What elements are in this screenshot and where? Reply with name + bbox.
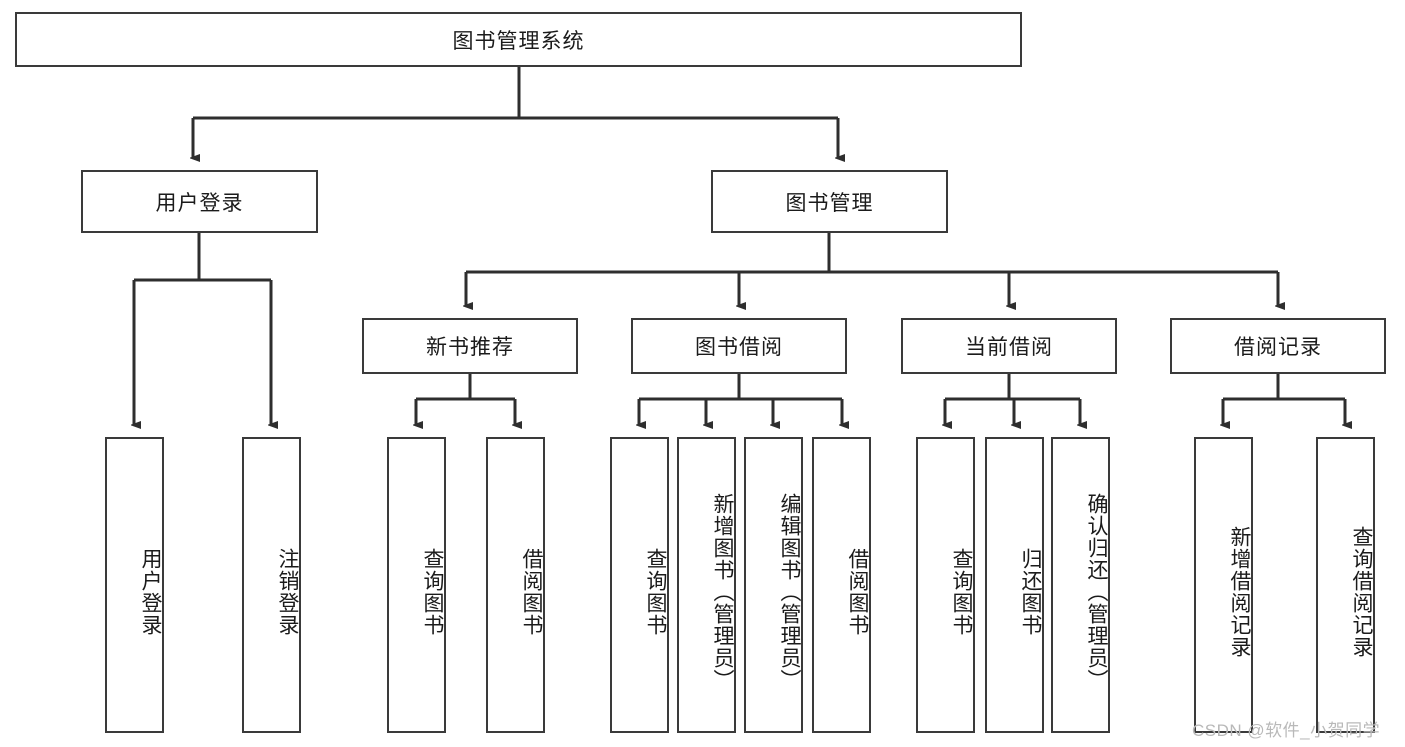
node-label: 图书管理系统	[452, 29, 585, 53]
node-label: 新增借阅记录	[1228, 526, 1251, 658]
node-label: 新书推荐	[426, 336, 514, 359]
node-label: 用户登录	[155, 191, 244, 215]
node-label: 查询图书	[421, 548, 444, 636]
node-label: 当前借阅	[965, 336, 1053, 359]
node-label: 归还图书	[1019, 548, 1042, 636]
leaf-user-login-login[interactable]: 用户登录	[105, 437, 164, 733]
leaf-recommend-query-book[interactable]: 查询图书	[387, 437, 446, 733]
leaf-borrow-query-book[interactable]: 查询图书	[610, 437, 669, 733]
node-label: 注销登录	[276, 548, 299, 636]
node-label: 确认归还（管理员）	[1085, 493, 1108, 691]
node-label: 查询图书	[644, 548, 667, 636]
node-new-book-recommend[interactable]: 新书推荐	[362, 318, 578, 374]
node-label: 借阅记录	[1234, 336, 1322, 359]
leaf-recommend-borrow-book[interactable]: 借阅图书	[486, 437, 545, 733]
leaf-borrow-edit-book[interactable]: 编辑图书（管理员）	[744, 437, 803, 733]
leaf-current-confirm-return[interactable]: 确认归还（管理员）	[1051, 437, 1110, 733]
node-label: 图书管理	[785, 191, 874, 215]
leaf-records-query-record[interactable]: 查询借阅记录	[1316, 437, 1375, 733]
node-label: 编辑图书（管理员）	[778, 493, 801, 691]
node-label: 用户登录	[139, 548, 162, 636]
node-root[interactable]: 图书管理系统	[15, 12, 1022, 67]
node-current-borrow[interactable]: 当前借阅	[901, 318, 1117, 374]
leaf-borrow-add-book[interactable]: 新增图书（管理员）	[677, 437, 736, 733]
node-borrow-records[interactable]: 借阅记录	[1170, 318, 1386, 374]
node-label: 查询图书	[950, 548, 973, 636]
node-label: 新增图书（管理员）	[711, 493, 734, 691]
leaf-borrow-borrow-book[interactable]: 借阅图书	[812, 437, 871, 733]
node-label: 图书借阅	[695, 336, 783, 359]
watermark: CSDN @软件_小贺同学	[1192, 721, 1381, 740]
leaf-current-return-book[interactable]: 归还图书	[985, 437, 1044, 733]
node-label: 借阅图书	[846, 548, 869, 636]
leaf-current-query-book[interactable]: 查询图书	[916, 437, 975, 733]
node-user-login[interactable]: 用户登录	[81, 170, 318, 233]
node-book-management[interactable]: 图书管理	[711, 170, 948, 233]
leaf-records-add-record[interactable]: 新增借阅记录	[1194, 437, 1253, 733]
node-label: 查询借阅记录	[1350, 526, 1373, 658]
leaf-user-login-logout[interactable]: 注销登录	[242, 437, 301, 733]
node-label: 借阅图书	[520, 548, 543, 636]
node-book-borrow[interactable]: 图书借阅	[631, 318, 847, 374]
